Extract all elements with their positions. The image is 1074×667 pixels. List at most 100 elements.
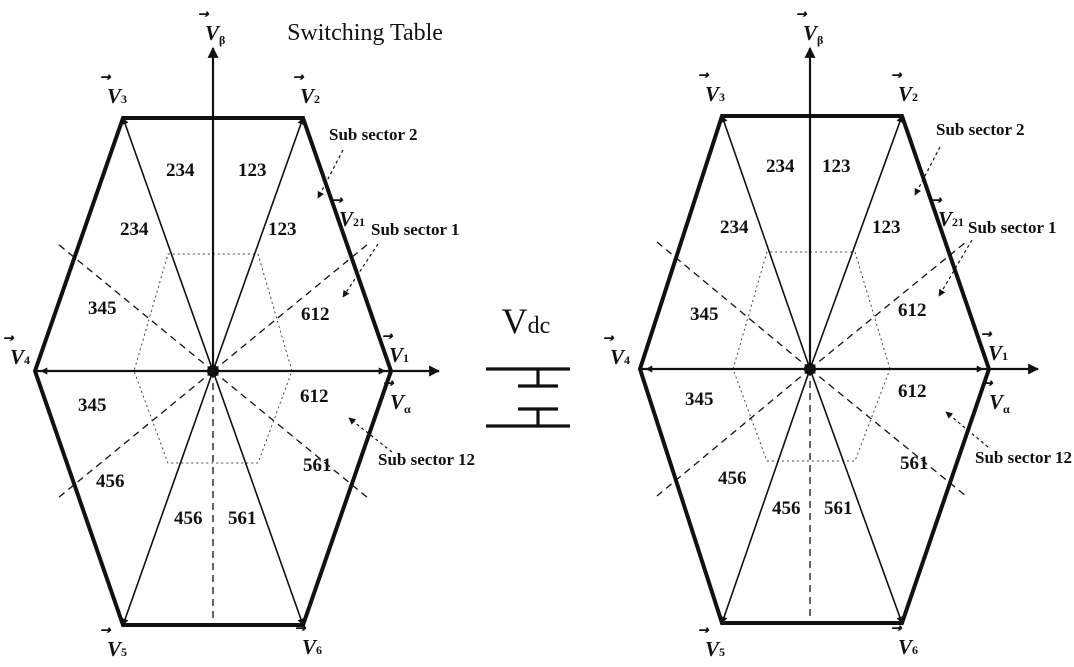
vector-label-v3: V⃗3 [100,74,127,108]
sub-sector-dividers [57,243,369,625]
annotation-sub-sector-12: Sub sector 12 [378,450,475,469]
sector-label: 561 [228,508,257,529]
vector-label-v4: V⃗ 4 [603,335,630,369]
svg-text:α: α [404,402,411,416]
axis-label-beta: V⃗ β [198,11,225,47]
svg-text:21: 21 [952,215,964,229]
sector-label: 561 [824,498,853,519]
active-vectors [40,117,386,626]
svg-text:⃗: ⃗ [891,72,903,78]
svg-text:3: 3 [719,90,725,104]
sector-label: 234 [720,217,749,238]
svg-text:⃗: ⃗ [382,333,394,339]
vector-label-v5: V⃗5 [100,627,127,661]
svg-text:3: 3 [121,92,127,106]
vector-label-v5: V⃗5 [698,627,725,661]
sector-label: 561 [303,455,332,476]
vector-label-v2: V⃗ 2 [891,72,918,106]
svg-text:V: V [803,21,819,45]
svg-text:6: 6 [912,643,918,657]
sector-label: 456 [772,498,801,519]
dc-voltage-label: Vdc [502,301,551,341]
inner-dotted-hexagon [133,253,293,464]
origin-dot [207,365,219,377]
sector-label: 612 [301,304,330,325]
vector-label-v2: V⃗2 [293,74,320,108]
sector-label: 345 [685,389,714,410]
vector-label-v6: V⃗6 [295,625,322,659]
svg-text:4: 4 [624,353,630,367]
axis-label-alpha: V⃗α [982,380,1010,416]
svg-text:1: 1 [1002,349,1008,363]
svg-text:V: V [898,82,914,106]
sector-label: 345 [88,298,117,319]
active-vectors [645,115,984,624]
svg-text:⃗: ⃗ [100,74,112,80]
annotation-arrow [342,243,379,298]
sector-label: 123 [872,217,901,238]
annotation-sub-sector-1: Sub sector 1 [371,220,459,239]
svg-text:⃗: ⃗ [891,625,903,631]
sector-label: 612 [898,381,927,402]
sector-label: 456 [96,471,125,492]
sector-labels: 123 123 234 234 345 345 456 456 561 561 … [78,160,332,529]
sector-label: 561 [900,453,929,474]
diagram-title: Switching Table [287,20,443,46]
svg-text:V: V [610,345,626,369]
svg-text:V: V [989,390,1005,414]
svg-text:V: V [705,637,721,661]
svg-text:⃗: ⃗ [603,335,615,341]
svg-text:α: α [1003,402,1010,416]
svg-text:2: 2 [912,90,918,104]
svm-hexagon-diagram-right: V⃗1 V⃗2 V⃗3 V⃗4 V⃗5 V⃗6 V⃗21 V⃗α V⃗β 123… [603,11,1072,661]
sector-label: 123 [238,160,267,181]
svg-text:⃗: ⃗ [796,11,808,17]
sector-label: 234 [120,219,149,240]
axis-label-beta: V⃗ β [796,11,823,47]
svg-text:V: V [389,343,405,367]
svg-text:V: V [10,345,26,369]
svg-text:⃗: ⃗ [698,72,710,78]
sector-label: 234 [766,156,795,177]
svg-text:6: 6 [316,643,322,657]
svg-text:4: 4 [24,353,30,367]
dc-source: Vdc [486,301,570,428]
vector-label-v3: V⃗ 3 [698,72,725,106]
svg-text:1: 1 [403,351,409,365]
sector-label: 456 [718,468,747,489]
vector-label-v6: V⃗ 6 [891,625,918,659]
svg-text:V: V [705,82,721,106]
annotation-arrow [938,239,973,297]
annotation-sub-sector-2: Sub sector 2 [329,125,417,144]
sector-label: 456 [174,508,203,529]
annotation-sub-sector-2: Sub sector 2 [936,120,1024,139]
sector-label: 345 [690,304,719,325]
svg-text:V: V [107,637,123,661]
svg-text:β: β [219,33,225,47]
svg-text:V: V [339,207,355,231]
svg-text:⃗: ⃗ [293,74,305,80]
sector-labels: 123 123 234 234 345 345 456 456 561 561 … [685,156,929,519]
svg-text:V: V [988,341,1004,365]
svg-text:21: 21 [353,215,365,229]
vector-label-v4: V⃗ 4 [3,335,30,369]
sector-label: 234 [166,160,195,181]
svg-text:V: V [898,635,914,659]
sub-sector-dividers [656,241,967,623]
svg-text:⃗: ⃗ [981,331,993,337]
svg-text:⃗: ⃗ [198,11,210,17]
sector-label: 345 [78,395,107,416]
svg-text:V: V [390,390,406,414]
svg-text:β: β [817,33,823,47]
svg-text:⃗: ⃗ [3,335,15,341]
sector-label: 612 [300,386,329,407]
svm-hexagon-diagram-left: Switching Table V⃗ 1 V⃗2 V⃗ 3 V⃗ 4 [3,11,475,661]
sector-label: 123 [822,156,851,177]
svg-text:V: V [205,21,221,45]
sector-label: 612 [898,300,927,321]
annotation-sub-sector-12: Sub sector 12 [975,448,1072,467]
sector-label: 123 [268,219,297,240]
svg-text:V: V [302,635,318,659]
svg-text:V: V [300,84,316,108]
